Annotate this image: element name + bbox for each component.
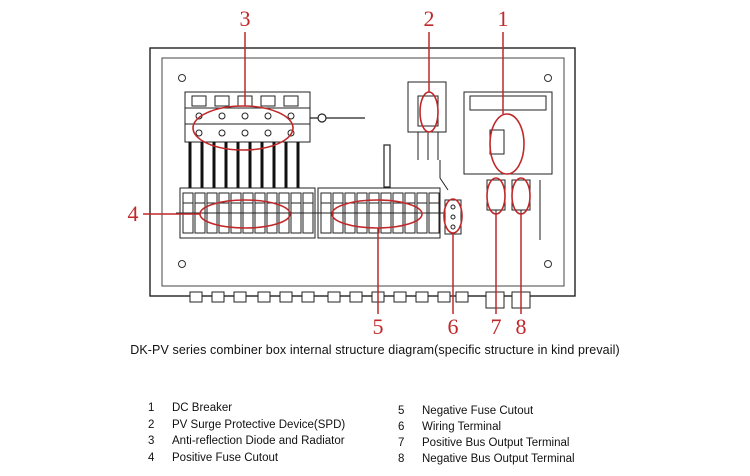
legend-item-6: 6 Wiring Terminal bbox=[398, 421, 501, 433]
diode-screw bbox=[264, 129, 272, 137]
cable-gland bbox=[455, 291, 469, 303]
legend-item-label: Positive Fuse Cutout bbox=[172, 452, 279, 464]
legend-item-label: Positive Bus Output Terminal bbox=[422, 437, 570, 449]
cable-gland bbox=[327, 291, 341, 303]
grounding-post bbox=[383, 144, 391, 188]
callout-ellipse-1 bbox=[489, 113, 525, 175]
diode-screw bbox=[241, 129, 249, 137]
legend-item-number: 6 bbox=[398, 421, 405, 433]
diode-screw bbox=[264, 112, 272, 120]
legend-item-1: 1 DC Breaker bbox=[148, 402, 232, 414]
callout-number-3: 3 bbox=[240, 6, 251, 31]
legend-item-number: 3 bbox=[148, 435, 155, 447]
mounting-holes bbox=[178, 74, 552, 268]
callout-number-8: 8 bbox=[516, 314, 527, 339]
legend-item-number: 4 bbox=[148, 452, 155, 464]
legend-item-label: Anti-reflection Diode and Radiator bbox=[172, 435, 345, 447]
diode-cell bbox=[260, 95, 276, 107]
legend-item-number: 7 bbox=[398, 437, 405, 449]
diode-screw bbox=[241, 112, 249, 120]
cable-gland bbox=[393, 291, 407, 303]
callout-number-1: 1 bbox=[498, 6, 509, 31]
wire-bundle bbox=[188, 142, 300, 192]
diode-cell bbox=[214, 95, 230, 107]
legend-item-label: DC Breaker bbox=[172, 402, 233, 414]
legend-item-label: Negative Fuse Cutout bbox=[422, 405, 534, 417]
legend-item-5: 5 Negative Fuse Cutout bbox=[398, 405, 533, 417]
dc-breaker bbox=[463, 91, 553, 175]
diode-screw bbox=[195, 129, 203, 137]
legend-item-number: 1 bbox=[148, 402, 155, 414]
diode-screw bbox=[218, 129, 226, 137]
legend-left: 1 DC Breaker 2 PV Surge Protective Device(… bbox=[148, 402, 408, 472]
callout-ellipses bbox=[192, 91, 531, 234]
legend-item-number: 2 bbox=[148, 419, 155, 431]
cable-gland bbox=[437, 291, 451, 303]
callout-number-7: 7 bbox=[491, 314, 502, 339]
callout-number-4: 4 bbox=[128, 201, 139, 226]
diode-screw bbox=[218, 112, 226, 120]
cable-gland-large bbox=[485, 291, 505, 309]
callout-leaders bbox=[143, 32, 522, 314]
cable-gland bbox=[301, 291, 315, 303]
cable-gland bbox=[279, 291, 293, 303]
legend-item-label: PV Surge Protective Device(SPD) bbox=[172, 419, 346, 431]
cable-gland bbox=[257, 291, 271, 303]
callout-number-5: 5 bbox=[373, 314, 384, 339]
cable-gland bbox=[233, 291, 247, 303]
callout-number-6: 6 bbox=[448, 314, 459, 339]
legend-item-number: 8 bbox=[398, 453, 405, 465]
diagram-caption: DK-PV series combiner box internal struc… bbox=[130, 343, 620, 357]
cable-gland bbox=[189, 291, 203, 303]
callout-ellipse-3 bbox=[192, 105, 294, 151]
legend-item-8: 8 Negative Bus Output Terminal bbox=[398, 453, 575, 465]
callout-number-2: 2 bbox=[424, 6, 435, 31]
legend-item-3: 3 Anti-reflection Diode and Radiator bbox=[148, 435, 345, 447]
legend-item-7: 7 Positive Bus Output Terminal bbox=[398, 437, 569, 449]
legend-item-number: 5 bbox=[398, 405, 405, 417]
callout-ellipse-5 bbox=[331, 199, 423, 229]
legend-item-label: Negative Bus Output Terminal bbox=[422, 453, 575, 465]
heat-sink-handle bbox=[310, 113, 365, 123]
spd-module bbox=[407, 81, 449, 191]
cable-gland bbox=[211, 291, 225, 303]
diode-screw bbox=[287, 112, 295, 120]
cable-gland bbox=[349, 291, 363, 303]
legend-item-label: Wiring Terminal bbox=[422, 421, 502, 433]
legend-item-2: 2 PV Surge Protective Device(SPD) bbox=[148, 419, 345, 431]
diode-cell bbox=[283, 95, 299, 107]
diode-radiator-block bbox=[184, 91, 311, 143]
diode-cell bbox=[191, 95, 207, 107]
legend-right: 5 Negative Fuse Cutout 6 Wiring Terminal 7… bbox=[398, 405, 638, 473]
cable-gland bbox=[415, 291, 429, 303]
legend-item-4: 4 Positive Fuse Cutout bbox=[148, 452, 278, 464]
